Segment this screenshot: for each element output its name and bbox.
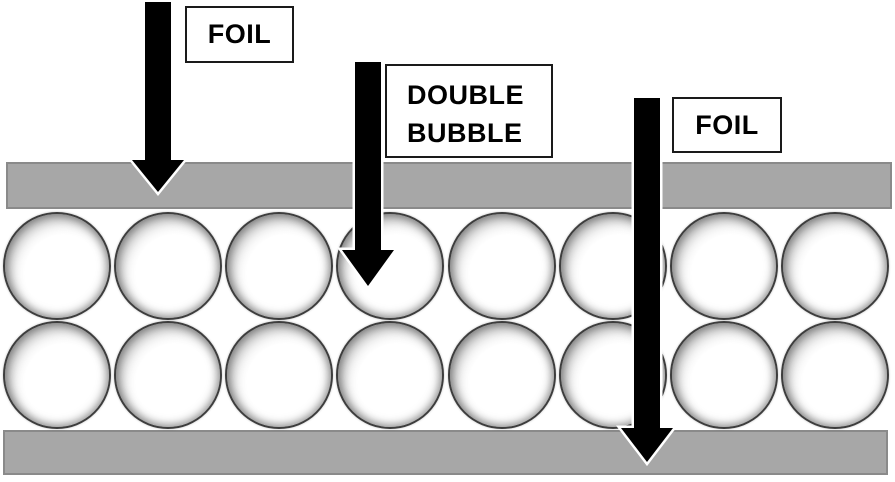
- arrow-foil-top-icon: [126, 0, 190, 196]
- bubble: [225, 212, 334, 320]
- bubble: [114, 321, 223, 429]
- arrow-double-bubble-icon: [337, 59, 399, 291]
- foil-top-label: FOIL: [185, 6, 294, 63]
- bubble: [669, 212, 778, 320]
- bubble: [3, 321, 111, 429]
- bubble-row-top: [3, 212, 889, 320]
- double-bubble-label: DOUBLE BUBBLE: [385, 64, 553, 158]
- bubble: [225, 321, 334, 429]
- bubble: [669, 321, 778, 429]
- bubble: [780, 321, 889, 429]
- bubble: [780, 212, 889, 320]
- bubble: [336, 321, 445, 429]
- arrow-foil-bottom-icon: [615, 95, 679, 467]
- bubble: [114, 212, 223, 320]
- bubble: [447, 212, 556, 320]
- foil-layer-bottom: [3, 430, 888, 475]
- bubble-row-bottom: [3, 321, 889, 429]
- bubble: [447, 321, 556, 429]
- bubble: [3, 212, 111, 320]
- foil-bottom-label: FOIL: [672, 97, 782, 153]
